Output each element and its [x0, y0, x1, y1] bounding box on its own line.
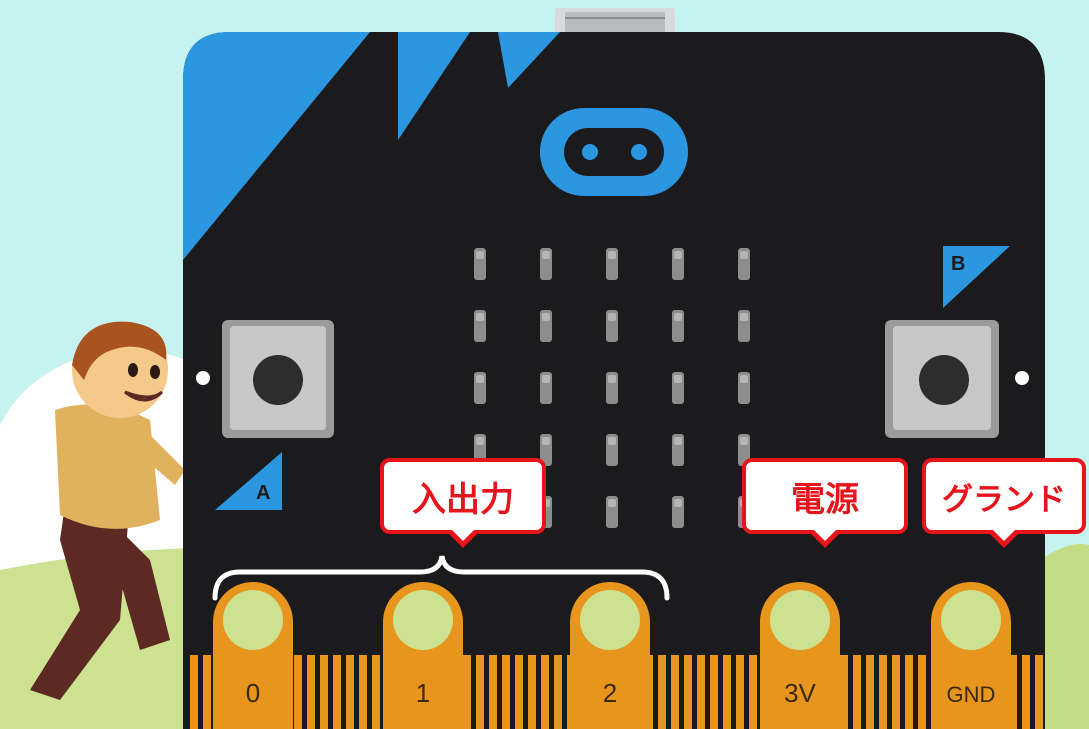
callout-io: 入出力	[380, 458, 546, 548]
pin-label: 0	[246, 678, 260, 708]
button-a[interactable]	[222, 320, 334, 438]
boy-illustration	[30, 321, 185, 700]
io-brace	[212, 555, 670, 601]
pin-1: 1	[383, 582, 463, 729]
microbit-logo	[540, 108, 688, 196]
pin-label: 3V	[784, 678, 816, 708]
button-a-label: A	[256, 482, 270, 504]
led-matrix	[474, 248, 750, 528]
callout-power: 電源	[742, 458, 908, 548]
callout-power-label: 電源	[791, 479, 859, 520]
pin-label: 2	[603, 678, 617, 708]
callout-ground: グランド	[922, 458, 1086, 548]
pin-2: 2	[570, 582, 650, 729]
mounting-hole-left	[196, 371, 210, 385]
pin-label: GND	[947, 682, 996, 707]
pin-0: 0	[213, 582, 293, 729]
pin-gnd: GND	[931, 582, 1011, 729]
callout-io-label: 入出力	[412, 479, 514, 520]
button-a-marker: A	[215, 452, 282, 510]
callout-ground-label: グランド	[942, 481, 1066, 518]
button-b[interactable]	[885, 320, 999, 438]
button-b-marker: B	[943, 246, 1010, 308]
pin-row: 0 1 2 3V GND	[213, 582, 1011, 729]
board-accent-stripes	[183, 32, 560, 260]
mounting-hole-right	[1015, 371, 1029, 385]
pin-3v: 3V	[760, 582, 840, 729]
button-b-label: B	[951, 253, 965, 275]
pin-label: 1	[416, 678, 430, 708]
